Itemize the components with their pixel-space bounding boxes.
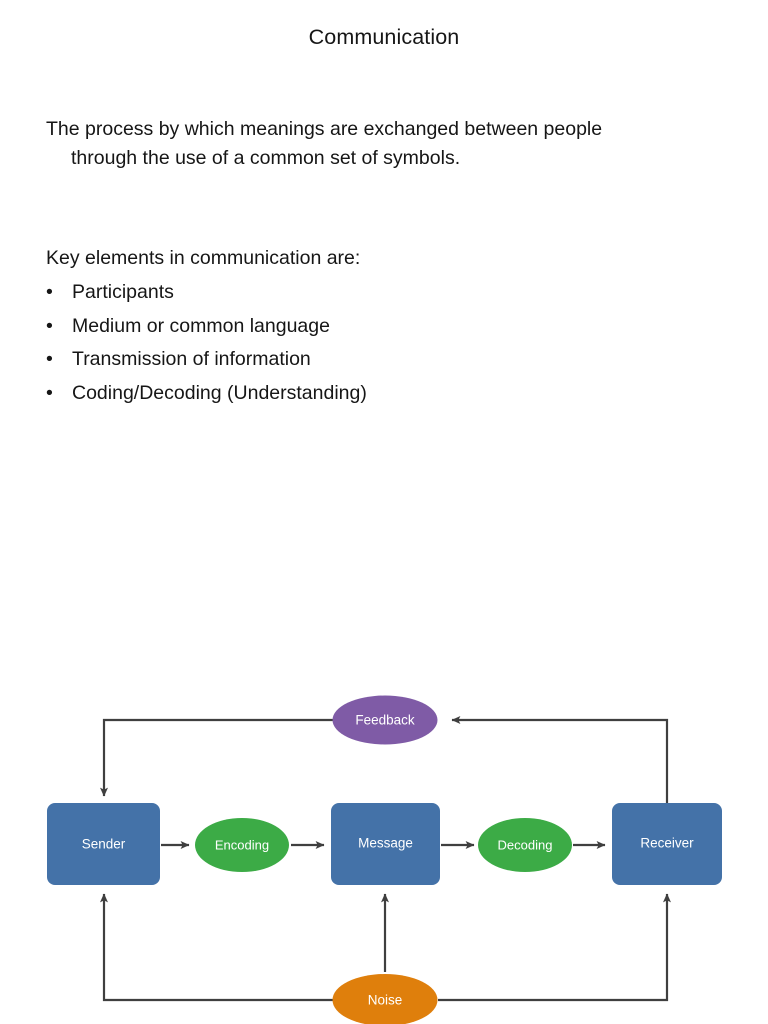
- sender-label: Sender: [82, 837, 126, 852]
- list-item: • Transmission of information: [46, 343, 646, 377]
- decoding-ellipse: [478, 818, 572, 872]
- list-item: • Participants: [46, 276, 646, 310]
- list-item: • Coding/Decoding (Understanding): [46, 377, 646, 411]
- node-feedback[interactable]: Feedback: [332, 695, 438, 745]
- encoding-ellipse: [195, 818, 289, 872]
- key-elements-heading: Key elements in communication are:: [46, 247, 361, 269]
- edge-noise-to-receiver: [438, 893, 671, 1002]
- definition-line-1: The process by which meanings are exchan…: [46, 118, 603, 140]
- connector-group: [100, 716, 671, 1002]
- noise-ellipse: [332, 974, 438, 1024]
- node-encoding[interactable]: Encoding: [195, 818, 289, 872]
- edge-receiver-to-feedback: [451, 716, 669, 803]
- edge-feedback-to-sender: [100, 718, 333, 797]
- edge-noise-to-sender: [100, 893, 333, 1002]
- bullet-icon: •: [46, 314, 53, 337]
- node-noise[interactable]: Noise: [332, 974, 438, 1024]
- node-message[interactable]: Message: [331, 803, 440, 885]
- definition-paragraph: The process by which meanings are exchan…: [46, 115, 686, 173]
- receiver-box: [612, 803, 722, 885]
- message-box: [331, 803, 440, 885]
- list-item-label: Medium or common language: [72, 314, 330, 337]
- communication-process-diagram: Feedback Sender Encoding Message Decodin…: [0, 672, 768, 1024]
- feedback-label: Feedback: [355, 713, 415, 728]
- sender-box: [47, 803, 160, 885]
- decoding-label: Decoding: [498, 837, 553, 852]
- list-item-label: Participants: [72, 281, 174, 303]
- bullet-icon: •: [46, 381, 53, 404]
- page-title: Communication: [308, 25, 460, 49]
- node-sender[interactable]: Sender: [47, 803, 160, 885]
- list-item-label: Transmission of information: [72, 348, 311, 370]
- bullet-icon: •: [46, 348, 53, 370]
- receiver-label: Receiver: [640, 836, 694, 851]
- message-label: Message: [358, 836, 413, 851]
- node-decoding[interactable]: Decoding: [478, 818, 572, 872]
- list-item: • Medium or common language: [46, 310, 646, 344]
- key-elements-list: • Participants • Medium or common langua…: [46, 276, 646, 410]
- bullet-icon: •: [46, 281, 53, 303]
- noise-label: Noise: [368, 993, 403, 1008]
- definition-line-2: through the use of a common set of symbo…: [71, 147, 461, 169]
- list-item-label: Coding/Decoding (Understanding): [72, 381, 367, 404]
- encoding-label: Encoding: [215, 837, 269, 852]
- feedback-ellipse: [332, 695, 438, 745]
- node-receiver[interactable]: Receiver: [612, 803, 722, 885]
